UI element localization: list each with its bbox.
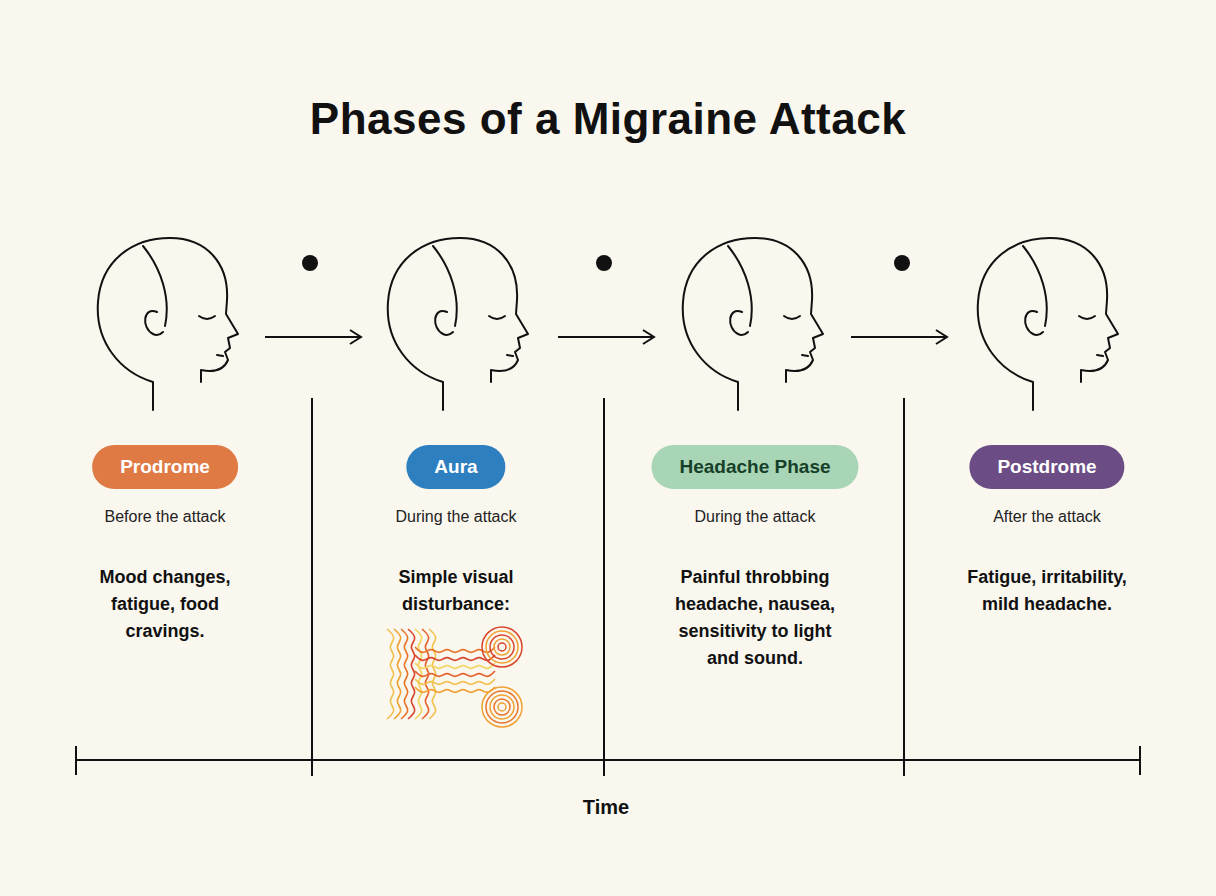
phase-timing: Before the attack — [105, 508, 226, 526]
diagram-title: Phases of a Migraine Attack — [310, 94, 906, 144]
phase-timing: After the attack — [993, 508, 1101, 526]
phase-pill: Prodrome — [92, 445, 238, 489]
phase-name: Postdrome — [997, 456, 1096, 478]
timeline — [76, 398, 1140, 776]
phase-symptoms: Painful throbbing headache, nausea, sens… — [660, 564, 850, 672]
head-profile — [388, 238, 528, 410]
phase-name: Prodrome — [120, 456, 210, 478]
visual-disturbance — [387, 627, 522, 727]
head-profile — [683, 238, 823, 410]
phase-symptoms: Mood changes, fatigue, food cravings. — [85, 564, 245, 645]
phase-timing: During the attack — [695, 508, 816, 526]
phase-name: Aura — [434, 456, 477, 478]
phase-timing: During the attack — [396, 508, 517, 526]
phase-arrows — [265, 330, 947, 344]
phase-symptoms: Simple visual disturbance: — [376, 564, 536, 618]
head-profile — [978, 238, 1118, 410]
phase-dots — [302, 255, 910, 271]
phase-name: Headache Phase — [679, 456, 830, 478]
head-profile — [98, 238, 238, 410]
phase-symptoms: Fatigue, irritability, mild headache. — [967, 564, 1127, 618]
phase-pill: Aura — [406, 445, 505, 489]
phase-pill: Headache Phase — [651, 445, 858, 489]
axis-label: Time — [583, 796, 629, 819]
phase-pill: Postdrome — [969, 445, 1124, 489]
